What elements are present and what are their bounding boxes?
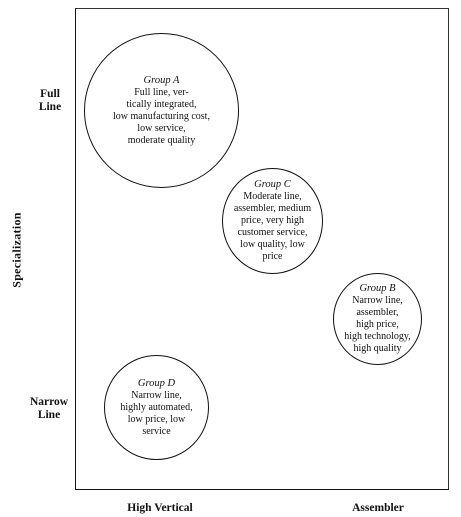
- group-b-description: Narrow line, assembler, high price, high…: [344, 295, 411, 354]
- plot-frame: [75, 8, 449, 490]
- group-a-circle: Group A Full line, ver- tically integrat…: [84, 33, 239, 188]
- x-axis-left-label: High Vertical: [127, 502, 193, 514]
- y-axis-title: Specialization: [9, 212, 24, 288]
- group-c-description: Moderate line, assembler, medium price, …: [233, 191, 312, 262]
- group-d-title: Group D: [137, 377, 176, 389]
- group-c-title: Group C: [254, 179, 291, 190]
- group-b-title: Group B: [359, 283, 396, 294]
- y-axis-bottom-label: Narrow Line: [29, 396, 69, 421]
- group-b-circle: Group B Narrow line, assembler, high pri…: [333, 273, 422, 365]
- group-d-description: Narrow line, highly automated, low price…: [120, 389, 193, 437]
- group-a-title: Group A: [143, 74, 180, 86]
- group-d-circle: Group D Narrow line, highly automated, l…: [104, 355, 209, 460]
- x-axis-right-label: Assembler: [352, 502, 404, 514]
- y-axis-top-label: Full Line: [38, 88, 62, 113]
- group-a-description: Full line, ver- tically integrated, low …: [113, 86, 210, 146]
- group-c-circle: Group C Moderate line, assembler, medium…: [222, 168, 323, 274]
